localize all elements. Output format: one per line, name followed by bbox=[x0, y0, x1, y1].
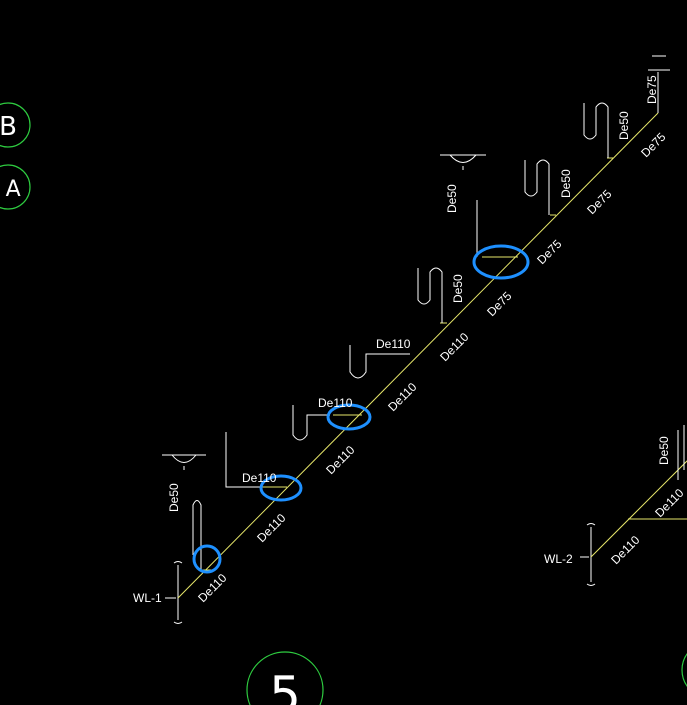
pipe-label-wl2-main: De110 bbox=[608, 533, 643, 568]
grid-bubble-b-label: B bbox=[0, 112, 17, 142]
pipe-label-main-8: De75 bbox=[584, 187, 614, 217]
pipe-label-branch-6: De50 bbox=[445, 184, 459, 213]
pipe-label-main-5: De110 bbox=[437, 330, 472, 365]
highlight-ellipse-3 bbox=[326, 403, 372, 431]
highlight-ellipse-1 bbox=[192, 544, 222, 574]
grid-bubble-5: 5 bbox=[246, 651, 324, 705]
pipe-label-main-7: De75 bbox=[534, 237, 564, 267]
fixtures bbox=[162, 55, 670, 570]
wl2-fixtures bbox=[677, 425, 685, 480]
pipe-label-branch-5: De50 bbox=[451, 274, 465, 303]
pipe-label-vent: De75 bbox=[645, 75, 659, 104]
pipe-label-main-6: De75 bbox=[484, 289, 514, 319]
pipe-label-branch-7: De50 bbox=[559, 169, 573, 198]
grid-bubble-b: B bbox=[0, 102, 31, 148]
stack-wl1-marker bbox=[165, 561, 183, 624]
highlight-ellipse-2 bbox=[259, 474, 303, 502]
pipe-label-branch-1: De50 bbox=[167, 483, 181, 512]
pipe-label-main-9: De75 bbox=[638, 130, 668, 160]
branch-pipes bbox=[199, 157, 613, 571]
pipe-label-main-3: De110 bbox=[323, 443, 358, 478]
stack-wl2-label: WL-2 bbox=[544, 552, 573, 566]
grid-bubble-edge bbox=[681, 653, 687, 687]
grid-bubble-5-label: 5 bbox=[269, 666, 301, 705]
stack-wl2-marker bbox=[580, 523, 596, 586]
pipe-label-branch-8: De50 bbox=[617, 111, 631, 140]
main-drain-pipe bbox=[177, 112, 659, 599]
wl2-drain-pipe bbox=[590, 460, 687, 558]
pipe-label-main-4: De110 bbox=[385, 380, 420, 415]
pipe-label-wl2-branch: De50 bbox=[657, 436, 671, 465]
grid-bubble-a-label: / A bbox=[0, 177, 21, 202]
highlight-marks bbox=[192, 244, 530, 574]
highlight-ellipse-4 bbox=[472, 244, 530, 280]
pipe-label-branch-4: De110 bbox=[376, 337, 411, 351]
grid-bubble-a: / A bbox=[0, 164, 31, 210]
stack-wl1-label: WL-1 bbox=[133, 591, 162, 605]
pipe-label-branch-2: De110 bbox=[242, 471, 277, 485]
pipe-label-branch-3: De110 bbox=[318, 396, 353, 410]
